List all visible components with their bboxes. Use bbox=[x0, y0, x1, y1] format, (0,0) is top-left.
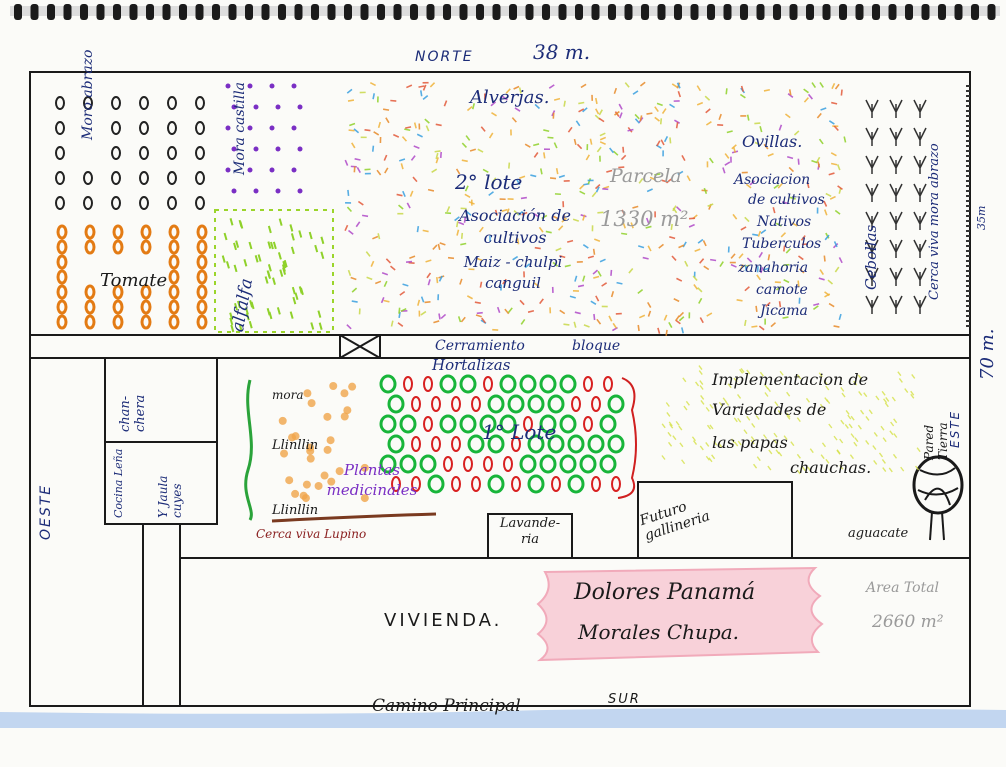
west-label: OESTE bbox=[38, 483, 54, 540]
hedge-label: Cerca viva mora abrazo bbox=[927, 143, 942, 300]
parcel-area: 1330 m² bbox=[600, 207, 689, 231]
lupino-label: Cerca viva Lupino bbox=[256, 527, 367, 541]
native-6: camote bbox=[756, 282, 808, 298]
spiral-rings bbox=[14, 4, 996, 20]
owner-cloud bbox=[536, 566, 824, 662]
total-area-value: 2660 m² bbox=[872, 612, 944, 632]
width-dimension: 38 m. bbox=[533, 40, 591, 64]
medicinal-label: Plantas medicinales bbox=[326, 461, 418, 499]
lupino-hedge bbox=[271, 512, 437, 523]
alverjas-label: Alverjas. bbox=[470, 87, 550, 108]
east-label: ESTE bbox=[948, 409, 962, 448]
hortalizas-label: Hortalizas bbox=[432, 356, 511, 374]
association-items: Maiz - chulpi canguil bbox=[463, 253, 563, 292]
blue-crayon-edge bbox=[0, 708, 1006, 728]
mora-vine bbox=[244, 379, 253, 521]
south-label: SUR bbox=[608, 692, 641, 707]
kitchen-box bbox=[104, 441, 218, 525]
native-1: Asociacion bbox=[734, 172, 811, 188]
avocado-tree-icon bbox=[912, 455, 964, 541]
ovillas-label: Ovillas. bbox=[742, 132, 803, 151]
potato-note-2: Variedades de bbox=[712, 400, 827, 419]
hen-house-box bbox=[637, 481, 793, 558]
lot1-label: 1° Lote bbox=[482, 420, 557, 444]
mora-castilla-label: Mora castilla bbox=[232, 81, 248, 175]
height-dimension: 70 m. bbox=[977, 328, 998, 380]
chanchera-label: chan- chera bbox=[118, 394, 148, 432]
avocado-label: aguacate bbox=[848, 526, 909, 541]
lot2-label: 2° lote bbox=[455, 170, 523, 194]
alfalfa-bed bbox=[214, 209, 334, 333]
north-label: NORTE bbox=[415, 49, 474, 65]
parcel-label: Parcela bbox=[610, 165, 682, 187]
kitchen-label: Cocina Leña bbox=[112, 448, 125, 518]
laundry-box bbox=[487, 513, 573, 559]
cage-label: Y Jaula cuyes bbox=[156, 475, 184, 518]
native-7: Jicama bbox=[760, 303, 808, 319]
association-title: Asociación de cultivos bbox=[459, 206, 571, 247]
moro-abrazo-label: Moro abrazo bbox=[80, 49, 96, 141]
spiral-binding bbox=[10, 6, 1000, 16]
llinllin-1-label: Llinllin bbox=[272, 438, 319, 453]
native-3: Nativos bbox=[757, 214, 812, 230]
native-2: de cultivos bbox=[748, 192, 825, 208]
potato-note-4: chauchas. bbox=[790, 458, 872, 477]
house-label: VIVIENDA. bbox=[384, 610, 503, 631]
owner-name-1: Dolores Panamá bbox=[574, 580, 756, 605]
native-5: zanahoria bbox=[738, 260, 809, 276]
potato-note-1: Implementacion de bbox=[712, 370, 869, 389]
road-label: Camino Principal bbox=[372, 696, 521, 716]
fence-label-2: bloque bbox=[572, 338, 621, 354]
native-4: Tuberculos bbox=[742, 236, 822, 252]
wall-label: Pared Tierra bbox=[922, 422, 950, 460]
cebollas-label: Cebollas bbox=[862, 224, 880, 290]
tomate-label: Tomate bbox=[100, 270, 168, 291]
fence-label-1: Cerramiento bbox=[435, 338, 525, 354]
laundry-label: Lavande- ria bbox=[499, 516, 561, 547]
potato-note-3: las papas bbox=[712, 433, 788, 452]
llinllin-2-label: Llinllin bbox=[272, 503, 319, 518]
gate-icon bbox=[339, 334, 381, 359]
total-area-label: Area Total bbox=[866, 580, 940, 596]
side-dimension: 35m bbox=[975, 205, 988, 230]
owner-name-2: Morales Chupa. bbox=[578, 620, 740, 644]
property-boundary bbox=[29, 71, 971, 707]
mora-label: mora bbox=[272, 388, 304, 402]
